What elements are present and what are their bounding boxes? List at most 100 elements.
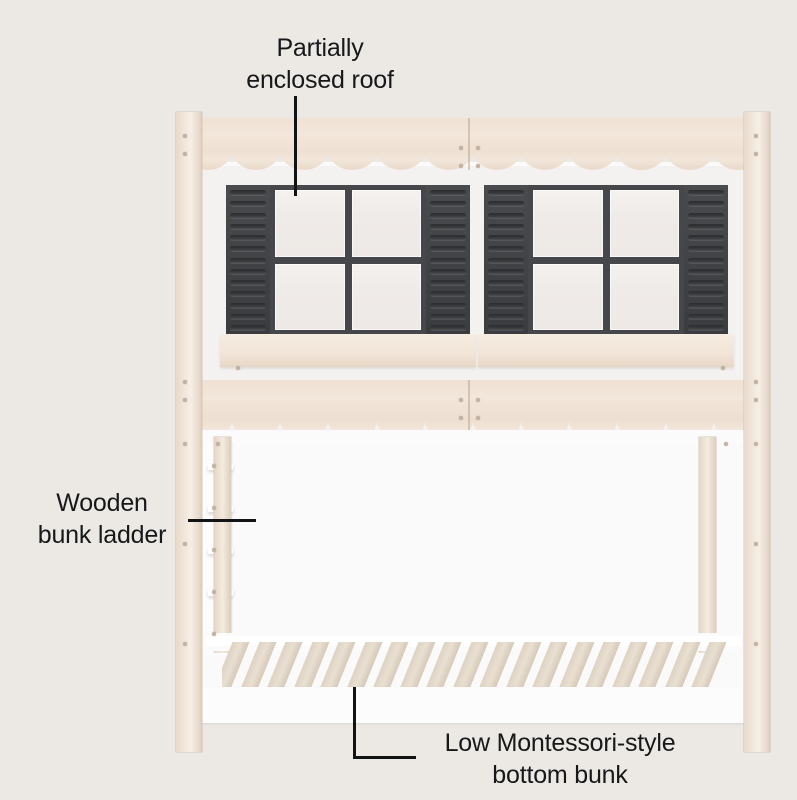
screw-dot — [459, 164, 463, 168]
screw-dot — [212, 464, 216, 468]
shutter-right-inner — [484, 185, 528, 335]
annotation-label-bottom-bunk: Low Montessori-style bottom bunk — [444, 729, 676, 789]
window-pane — [351, 190, 421, 257]
roof-scallop — [521, 150, 570, 170]
window-left — [226, 185, 470, 335]
shutter-slat — [430, 257, 466, 263]
shutter-right-outer — [684, 185, 728, 335]
corner-post-left — [176, 112, 202, 752]
shutter-slat — [430, 313, 466, 319]
roof-seam — [468, 118, 470, 170]
window-right — [484, 185, 728, 335]
shutter-slat — [430, 291, 466, 297]
shutter-slat — [230, 291, 266, 297]
shutter-slat — [230, 201, 266, 207]
shutter-slat — [688, 325, 724, 330]
shutter-slat — [430, 190, 466, 195]
shutter-slat — [230, 313, 266, 319]
shutter-slat — [488, 325, 524, 330]
screw-dot — [183, 398, 187, 402]
screw-dot — [183, 642, 187, 646]
shutter-slat — [688, 280, 724, 285]
roof-scallop — [472, 150, 522, 170]
screw-dot — [216, 442, 220, 446]
annotation-label-ladder: Wooden bunk ladder — [37, 489, 167, 549]
shutter-slat — [688, 212, 724, 218]
shutter-slat — [430, 280, 466, 285]
shutter-slat — [488, 280, 524, 285]
roof-board — [184, 118, 762, 156]
shutter-slat — [488, 235, 524, 240]
screw-dot — [754, 152, 758, 156]
leader-line-ladder — [188, 519, 256, 522]
roof-scallop — [232, 150, 281, 170]
screw-dot — [183, 152, 187, 156]
shutter-slat — [230, 268, 266, 274]
screw-dot — [754, 134, 758, 138]
shutter-slat — [688, 302, 724, 308]
screw-dot — [476, 146, 480, 150]
inner-post-left — [214, 437, 231, 652]
valance-seam — [468, 380, 470, 436]
screw-dot — [754, 380, 758, 384]
shutter-slat — [430, 302, 466, 308]
shutter-slat — [230, 235, 266, 240]
shutter-slat — [430, 325, 466, 330]
roof-scallop — [617, 150, 666, 170]
screw-dot — [459, 146, 463, 150]
window-sash-right — [528, 185, 684, 335]
shutter-slat — [430, 212, 466, 218]
screw-dot — [236, 366, 240, 370]
screw-dot — [754, 542, 758, 546]
roof-scallop-edge — [184, 150, 762, 170]
shutter-slat — [230, 257, 266, 263]
shutter-slat — [430, 246, 466, 252]
shutter-slat — [430, 201, 466, 207]
shutter-slat — [488, 246, 524, 252]
roof-scallop — [665, 150, 714, 170]
inner-post-right — [699, 437, 716, 652]
shutter-slat — [488, 212, 524, 218]
shutter-slat — [688, 201, 724, 207]
roof-scallop — [424, 150, 473, 170]
screw-dot — [459, 398, 463, 402]
roof-scallop — [376, 150, 425, 170]
screw-dot — [724, 442, 728, 446]
shutter-slat — [430, 235, 466, 240]
shutter-slat — [230, 223, 266, 229]
shutter-slat — [688, 190, 724, 195]
shutter-slat — [688, 223, 724, 229]
screw-dot — [754, 442, 758, 446]
upper-bunk-rail — [198, 430, 750, 444]
screw-dot — [476, 164, 480, 168]
shutter-slat — [230, 212, 266, 218]
bottom-bunk-slats — [222, 642, 726, 692]
window-pane — [609, 190, 679, 257]
shutter-left-inner — [426, 185, 470, 335]
shutter-slat — [488, 291, 524, 297]
shutter-slat — [230, 325, 266, 330]
screw-dot — [212, 590, 216, 594]
shutter-slat — [230, 302, 266, 308]
shutter-slat — [230, 190, 266, 195]
screw-dot — [183, 442, 187, 446]
shutter-slat — [488, 223, 524, 229]
window-sash-left — [270, 185, 426, 335]
shutter-slat — [488, 190, 524, 195]
leader-line-roof — [294, 96, 297, 196]
shutter-slat — [488, 201, 524, 207]
shutter-slat — [230, 280, 266, 285]
screw-dot — [754, 398, 758, 402]
screw-dot — [183, 134, 187, 138]
window-pane — [533, 190, 603, 257]
roof-scallop — [280, 150, 329, 170]
bottom-bunk-back-rail — [206, 636, 742, 646]
shutter-slat — [688, 246, 724, 252]
window-sill-right — [478, 334, 734, 367]
window-pane — [275, 263, 345, 330]
shutter-left-outer — [226, 185, 270, 335]
bunk-bed-illustration — [176, 112, 770, 752]
shutter-slat — [230, 246, 266, 252]
window-sill-left — [220, 334, 476, 367]
